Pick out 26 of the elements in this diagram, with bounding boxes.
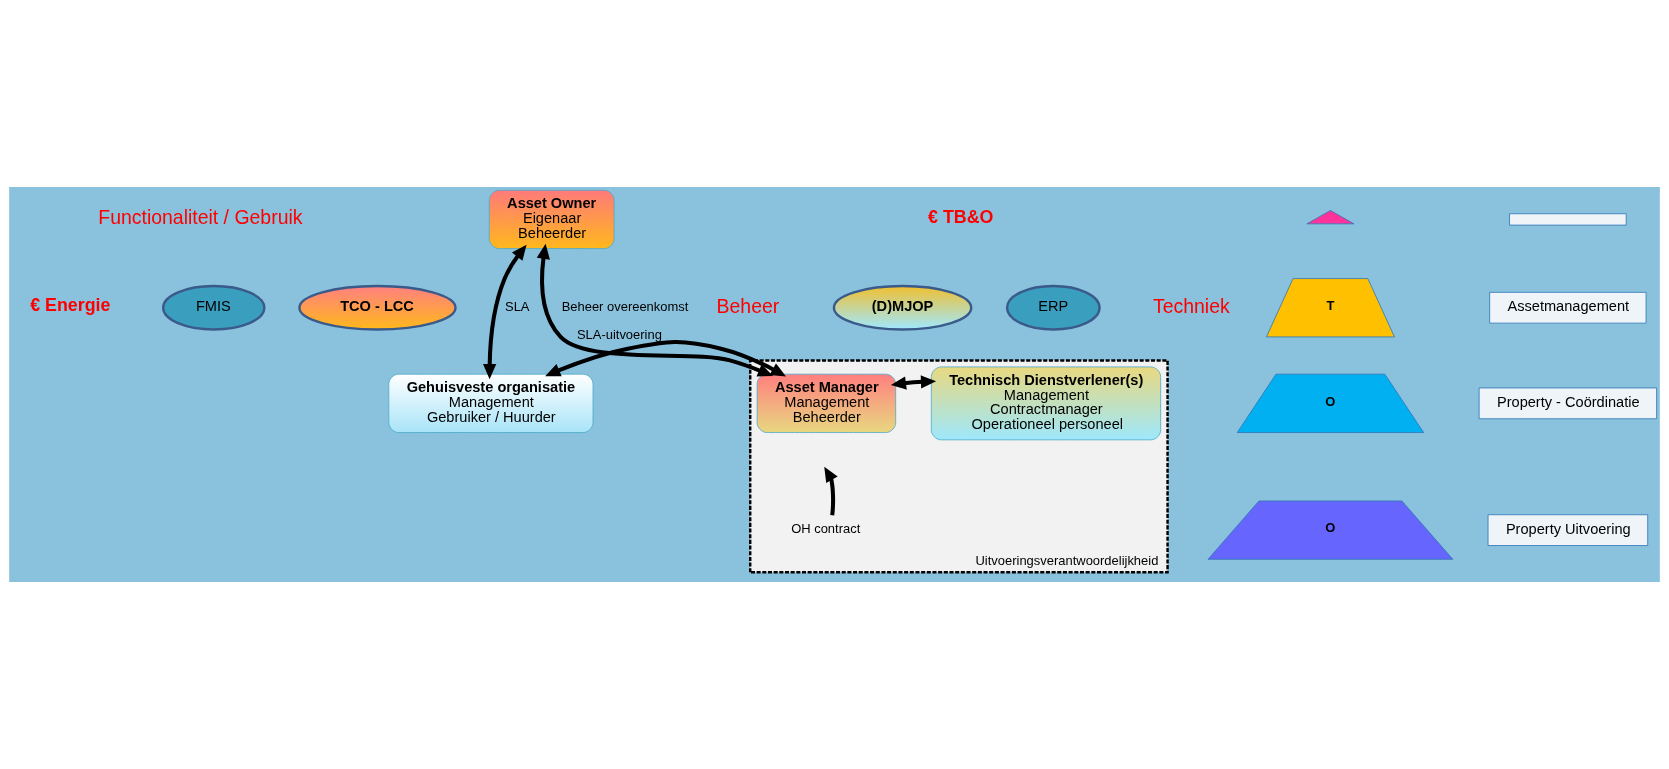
node-ellipse: TCO - LCC <box>298 284 457 331</box>
arrow <box>545 340 787 377</box>
label: € TB&O <box>928 207 994 228</box>
node-ellipse: (D)MJOP <box>832 284 973 331</box>
label: € Energie <box>30 295 111 316</box>
node-ellipse: FMIS <box>161 284 266 331</box>
node-box <box>1509 213 1627 226</box>
node-box: Asset Owner Eigenaar Beheerder <box>488 189 615 249</box>
node-box: Property Uitvoering <box>1487 514 1649 546</box>
node-box: Asset Manager Management Beheerder <box>756 373 897 433</box>
label: Techniek <box>1152 294 1230 317</box>
edge-label: Beheer overeenkomst <box>561 298 689 314</box>
arrow <box>890 375 937 390</box>
node-triangle <box>1306 210 1355 225</box>
edge-label: SLA <box>505 298 530 314</box>
node-box: Property - Coördinatie <box>1478 387 1657 420</box>
node-box: Technisch Dienstverlener(s) Management Contractmanager Operationeel personeel <box>930 366 1162 441</box>
node-ellipse: ERP <box>1005 284 1101 331</box>
arrow <box>483 244 527 380</box>
label: Functionaliteit / Gebruik <box>98 206 303 229</box>
label: Beheer <box>716 294 780 317</box>
node-text: OH contract <box>791 521 861 537</box>
edge-label: SLA-uitvoering <box>576 326 662 342</box>
node-box: Gehuisveste organisatie Management Gebruiker / Huurder <box>388 373 594 433</box>
arrow <box>536 243 774 377</box>
node-box: Assetmanagement <box>1489 291 1647 324</box>
